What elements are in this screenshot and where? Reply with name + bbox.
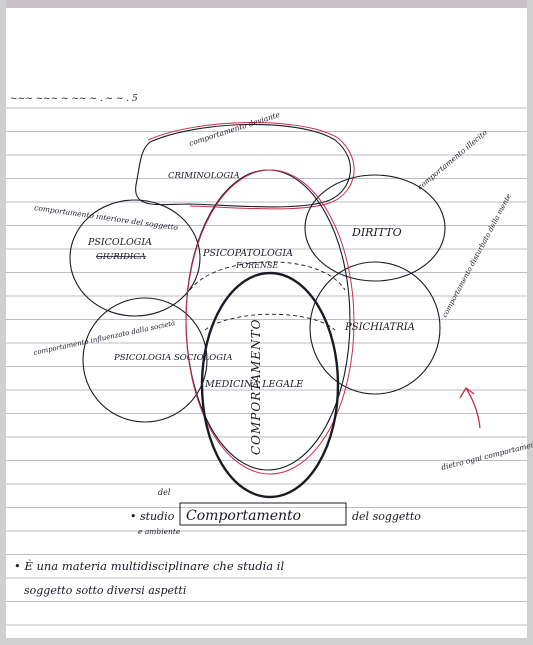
comportamento-ellipse [200, 271, 340, 499]
psicologia-ellipse [69, 199, 201, 317]
study-prefix: • studio [130, 510, 175, 523]
bullet-line-2: soggetto sotto diversi aspetti [24, 584, 186, 597]
label-psichiatria: PSICHIATRIA [344, 322, 415, 333]
diritto-ellipse [304, 174, 446, 282]
header-scribble: ~~~ ~~~ ~ ~~ ~ . ~ ~ . 5 [10, 94, 138, 104]
study-suffix: del soggetto [352, 510, 421, 523]
study-small-above: del [158, 488, 171, 497]
label-psicopatologia: PSICOPATOLOGIA [202, 248, 293, 259]
label-psicologia: PSICOLOGIA [87, 237, 152, 248]
bottom-border [0, 638, 533, 645]
psichiatria-ellipse [309, 261, 441, 395]
left-border [0, 0, 6, 645]
bullet-line-1: • È una materia multidisciplinare che st… [14, 559, 284, 573]
top-border [0, 0, 533, 8]
label-comportamento-vertical: COMPORTAMENTO [249, 319, 263, 455]
label-medicina: MEDICINA LEGALE [204, 379, 303, 390]
psicopatologia-ellipse-red [185, 169, 355, 475]
study-boxed-word: Comportamento [186, 508, 301, 524]
label-psicologia-sub: GIURIDICA [96, 252, 146, 262]
criminologia-blob-red [147, 121, 355, 210]
red-arrow [459, 387, 481, 429]
study-small-below: e ambiente [138, 527, 181, 536]
label-diritto: DIRITTO [351, 226, 402, 239]
label-sociologia: PSICOLOGIA SOCIOLOGIA [113, 353, 233, 363]
ruled-lines [6, 107, 527, 626]
sociologia-ellipse [82, 297, 208, 423]
label-psicopatologia-sub: FORENSE [235, 261, 278, 270]
criminologia-blob [135, 123, 351, 208]
right-border [527, 0, 533, 645]
venn-diagram [69, 121, 446, 499]
dashed-curve [189, 261, 346, 291]
label-criminologia: CRIMINOLOGIA [168, 171, 240, 181]
boxed-word-frame [179, 502, 347, 526]
